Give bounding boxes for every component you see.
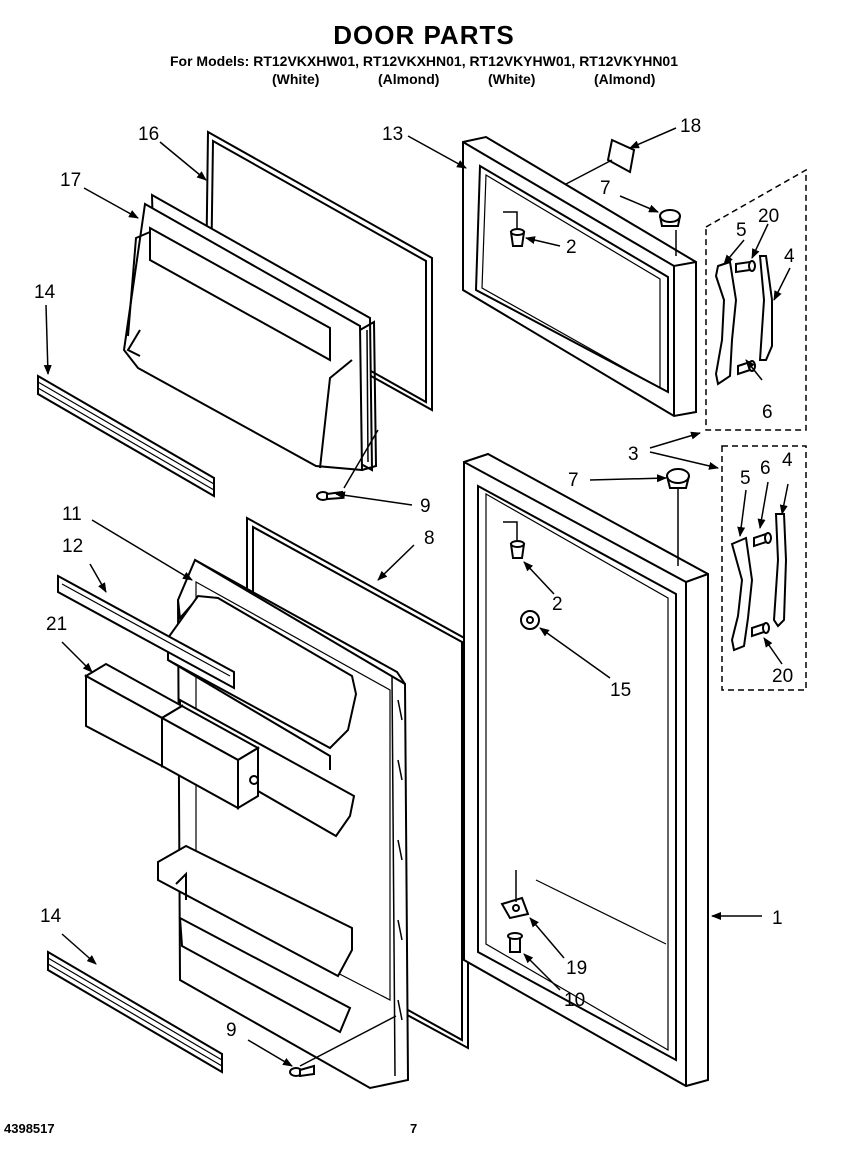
part-14-trim-upper (37, 374, 215, 498)
callout-1: 1 (772, 908, 783, 929)
part-15-door-stop (520, 610, 540, 630)
color-label-3: (White) (488, 71, 536, 87)
color-label-2: (Almond) (378, 71, 440, 87)
callout-19: 19 (566, 958, 587, 979)
callout-13: 13 (382, 124, 403, 145)
callout-20-upper: 20 (758, 206, 779, 227)
part-10-screw (507, 932, 523, 953)
callout-7-lower: 7 (568, 470, 579, 491)
callout-12: 12 (62, 536, 83, 557)
part-5-handle-lower (730, 536, 754, 652)
part-6-screw-lower (753, 532, 772, 548)
callout-10: 10 (564, 990, 585, 1011)
callout-9-upper: 9 (420, 496, 431, 517)
callout-2-upper: 2 (566, 237, 577, 258)
page-title: DOOR PARTS (333, 20, 515, 50)
callout-20-lower: 20 (772, 666, 793, 687)
handle-group-box-upper (705, 168, 807, 431)
part-1-fresh-food-door (463, 452, 709, 1088)
callout-9-lower: 9 (226, 1020, 237, 1041)
part-20-screw-upper (735, 260, 756, 274)
leader-lines (43, 127, 791, 1067)
color-label-4: (Almond) (594, 71, 656, 87)
part-9-screw-upper (316, 490, 343, 501)
callout-14-lower: 14 (40, 906, 62, 927)
callout-21: 21 (46, 614, 67, 635)
callout-3: 3 (628, 444, 639, 465)
part-5-handle-upper (714, 260, 738, 386)
part-9-screw-lower (289, 1064, 315, 1078)
callout-8: 8 (424, 528, 435, 549)
part-7-hinge-cap-upper (659, 209, 681, 227)
part-18-label (606, 138, 636, 174)
part-13-freezer-door (462, 135, 697, 418)
part-12-shelf-bar (57, 574, 235, 690)
document-number: 4398517 (4, 1121, 55, 1136)
callout-16: 16 (138, 124, 159, 145)
page-number: 7 (410, 1121, 418, 1136)
callout-15: 15 (610, 680, 631, 701)
callout-5-upper: 5 (736, 220, 747, 241)
handle-group-box-lower (721, 445, 807, 691)
part-11-fresh-food-liner (157, 558, 410, 1090)
callout-4-lower: 4 (782, 450, 793, 471)
part-7-hinge-cap-lower (666, 468, 690, 489)
part-2-bushing-lower (509, 540, 526, 559)
callout-6-lower: 6 (760, 458, 771, 479)
part-2-bushing-upper (509, 228, 526, 247)
callout-11: 11 (62, 504, 82, 525)
extra-rods (299, 159, 679, 1067)
part-4-trim-upper (758, 255, 773, 361)
callout-6-upper: 6 (762, 402, 773, 423)
callout-14-upper: 14 (34, 282, 56, 303)
part-21-dairy-bin (83, 662, 261, 810)
part-17-freezer-liner (122, 193, 378, 472)
part-14-trim-lower (47, 950, 223, 1074)
callout-2-lower: 2 (552, 594, 563, 615)
models-line: For Models: RT12VKXHW01, RT12VKXHN01, RT… (169, 53, 679, 69)
callout-7-upper: 7 (600, 178, 611, 199)
callout-5-lower: 5 (740, 468, 751, 489)
part-20-screw-lower (751, 622, 770, 638)
part-4-trim-lower (772, 513, 788, 628)
callout-17: 17 (60, 170, 81, 191)
color-label-1: (White) (272, 71, 320, 87)
callout-18: 18 (680, 116, 701, 137)
callout-4-upper: 4 (784, 246, 795, 267)
